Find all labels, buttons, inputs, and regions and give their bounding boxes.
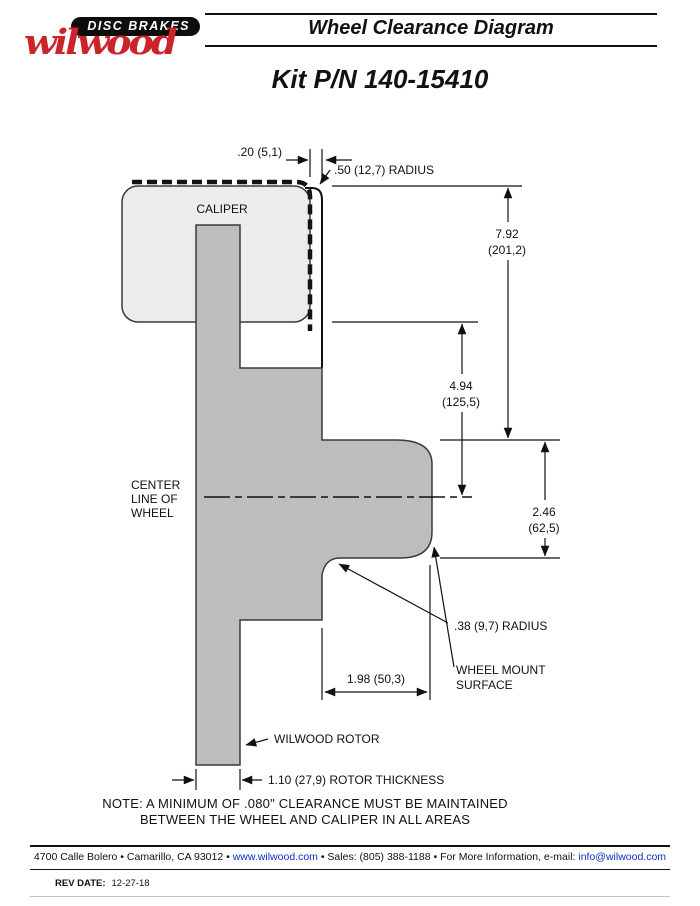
clearance-note-line2: BETWEEN THE WHEEL AND CALIPER IN ALL ARE… <box>140 812 470 827</box>
email-link[interactable]: info@wilwood.com <box>578 851 667 863</box>
wilwood-logo: DISC BRAKES wilwood <box>24 15 200 67</box>
top-radius-callout: .50 (12,7) RADIUS <box>319 163 434 185</box>
wheel-mount-callout: WHEEL MOUNT SURFACE <box>431 546 546 692</box>
rotor-thickness-label: 1.10 (27,9) ROTOR THICKNESS <box>268 773 444 787</box>
overall-height-dimension: 7.92 (201,2) <box>332 185 560 441</box>
caliper-label: CALIPER <box>196 202 248 216</box>
rev-date-row: REV DATE: 12-27-18 <box>55 878 150 889</box>
leader-line <box>245 738 269 747</box>
website-link[interactable]: www.wilwood.com <box>232 851 318 863</box>
center-to-mount-mm: (62,5) <box>528 521 559 535</box>
clearance-dim-label: .20 (5,1) <box>237 145 282 159</box>
footer-rule-middle <box>30 869 670 870</box>
mount-depth-label: 1.98 (50,3) <box>347 672 405 686</box>
footer-sales: • Sales: (805) 388-1188 • For More Infor… <box>317 851 579 863</box>
mount-depth-dimension: 1.98 (50,3) <box>321 565 431 700</box>
footer-rule-bottom <box>30 896 670 897</box>
rotor-label: WILWOOD ROTOR <box>274 732 380 746</box>
wheel-mount-label-line1: WHEEL MOUNT <box>456 663 546 677</box>
logo-wilwood-script: wilwood <box>24 20 178 63</box>
kit-part-number: Kit P/N 140-15410 <box>271 64 489 94</box>
overall-height-in: 7.92 <box>495 227 519 241</box>
leader-line <box>431 546 455 668</box>
footer-rule-top <box>30 845 670 847</box>
centerline-label-line2: LINE OF <box>131 492 178 506</box>
center-to-mount-in: 2.46 <box>532 505 556 519</box>
header-rule-bottom <box>205 45 657 47</box>
rotor-hat-shape <box>195 224 433 766</box>
centerline-label-line1: CENTER <box>131 478 181 492</box>
centerline-label-line3: WHEEL <box>131 506 174 520</box>
centerline-label: CENTER LINE OF WHEEL <box>131 478 181 520</box>
wheel-surface-dashed-line <box>132 179 313 331</box>
rotor-thickness-dimension: 1.10 (27,9) ROTOR THICKNESS <box>172 769 444 790</box>
caliper-to-center-in: 4.94 <box>449 379 473 393</box>
header-rule-top <box>205 13 657 15</box>
center-to-mount-dimension: 2.46 (62,5) <box>440 441 560 559</box>
page-title: Wheel Clearance Diagram <box>308 17 554 39</box>
hat-face-line <box>305 187 323 368</box>
caliper-to-center-dimension: 4.94 (125,5) <box>332 321 480 496</box>
leader-line <box>319 169 331 185</box>
overall-height-mm: (201,2) <box>488 243 526 257</box>
top-radius-label: .50 (12,7) RADIUS <box>334 163 434 177</box>
rotor-callout: WILWOOD ROTOR <box>245 732 380 747</box>
footer-address: 4700 Calle Bolero • Camarillo, CA 93012 … <box>33 851 233 863</box>
clearance-note-line1: NOTE: A MINIMUM OF .080" CLEARANCE MUST … <box>102 796 508 811</box>
wheel-mount-label-line2: SURFACE <box>456 678 513 692</box>
logo-disc-brakes-banner: DISC BRAKES <box>71 17 200 36</box>
leader-line <box>338 563 449 624</box>
footer-contact-line: 4700 Calle Bolero • Camarillo, CA 93012 … <box>20 851 680 863</box>
caliper-to-center-mm: (125,5) <box>442 395 480 409</box>
rev-date-label: REV DATE: <box>55 878 106 889</box>
rev-date-value: 12-27-18 <box>111 878 150 889</box>
fillet-radius-label: .38 (9,7) RADIUS <box>454 619 547 633</box>
